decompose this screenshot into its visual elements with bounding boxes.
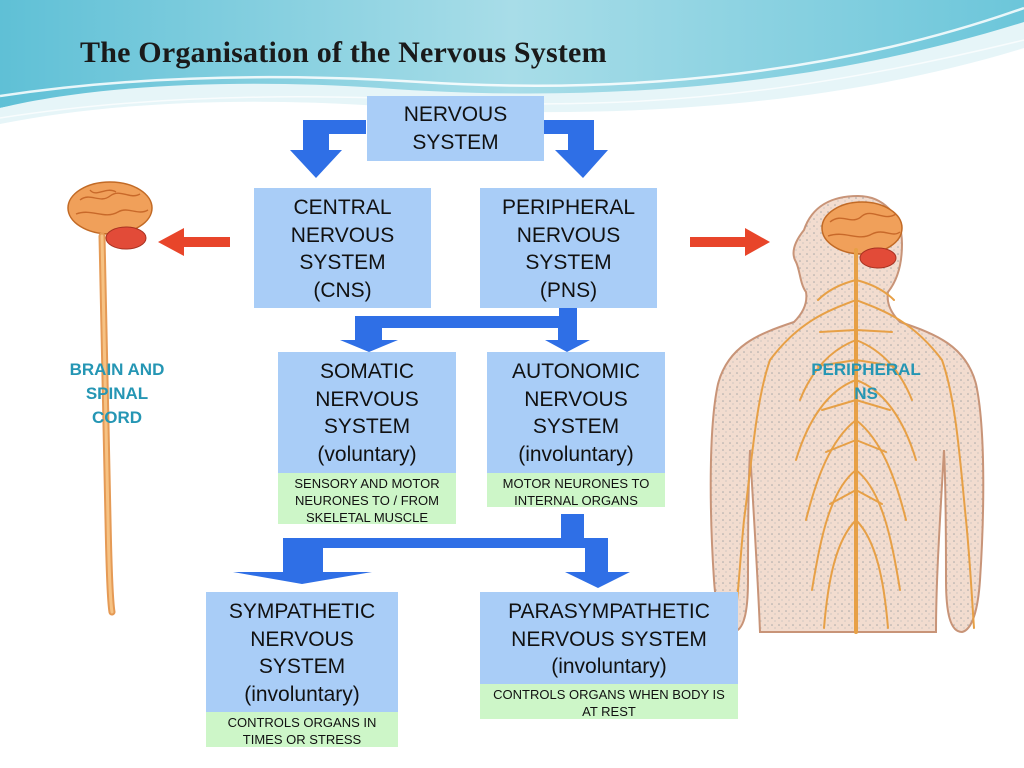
connector-to-sympathetic [233, 514, 584, 584]
box-sympathetic-nervous-system: SYMPATHETIC NERVOUS SYSTEM (involuntary) [206, 592, 398, 712]
box-somatic-line-1: SOMATIC [319, 360, 415, 383]
box-parasympathetic-line-1: PARASYMPATHETIC [508, 600, 710, 623]
box-autonomic-line-2: NERVOUS [524, 387, 628, 411]
connector-to-autonomic [545, 316, 590, 352]
page-title: The Organisation of the Nervous System [80, 36, 607, 69]
box-sympathetic-line-2: NERVOUS [250, 627, 354, 651]
box-parasympathetic-line-3: (involuntary) [551, 655, 667, 678]
label-peripheral-ns: PERIPHERAL NS [798, 358, 934, 406]
connector-to-somatic [340, 306, 577, 352]
note-parasympathetic-line-1: CONTROLS ORGANS WHEN BODY IS [493, 687, 725, 702]
box-cns-line-1: CENTRAL [293, 196, 392, 219]
note-sympathetic: CONTROLS ORGANS IN TIMES OR STRESS [206, 712, 398, 747]
note-parasympathetic: CONTROLS ORGANS WHEN BODY IS AT REST [480, 684, 738, 719]
note-somatic-line-1: SENSORY AND MOTOR [294, 476, 440, 491]
label-brain-line-1: BRAIN AND [69, 360, 165, 379]
label-brain-and-spinal-cord: BRAIN AND SPINAL CORD [52, 358, 182, 430]
nerve-network-icon [733, 248, 975, 634]
pointer-right-arrow [690, 228, 770, 256]
connector-to-pns [528, 120, 608, 178]
note-sympathetic-line-1: CONTROLS ORGANS IN [227, 715, 377, 730]
note-autonomic: MOTOR NEURONES TO INTERNAL ORGANS [487, 473, 665, 508]
box-pns-line-2: NERVOUS [516, 223, 621, 247]
box-cns-line-2: NERVOUS [290, 223, 395, 247]
box-somatic-nervous-system: SOMATIC NERVOUS SYSTEM (voluntary) [278, 352, 456, 473]
box-parasympathetic-nervous-system: PARASYMPATHETIC NERVOUS SYSTEM (involunt… [480, 592, 738, 684]
box-central-nervous-system: CENTRAL NERVOUS SYSTEM (CNS) [254, 188, 431, 308]
label-brain-line-3: CORD [91, 408, 143, 427]
note-autonomic-line-2: INTERNAL ORGANS [514, 493, 638, 508]
box-pns-line-3: SYSTEM [525, 251, 612, 274]
box-sympathetic-line-4: (involuntary) [244, 682, 360, 706]
box-autonomic-line-3: SYSTEM [532, 415, 620, 438]
label-peripheral-line-2: NS [854, 384, 878, 403]
body-silhouette [709, 194, 985, 634]
brain-icon [821, 201, 903, 269]
brain-icon [67, 181, 153, 250]
box-somatic-line-3: SYSTEM [323, 415, 411, 438]
note-autonomic-line-1: MOTOR NEURONES TO [502, 476, 650, 491]
box-somatic-line-4: (voluntary) [317, 442, 417, 466]
box-parasympathetic-line-2: NERVOUS SYSTEM [511, 627, 707, 651]
box-pns-line-4: (PNS) [539, 278, 598, 302]
box-sympathetic-line-1: SYMPATHETIC [228, 600, 376, 623]
box-cns-line-3: SYSTEM [299, 251, 386, 274]
box-somatic-line-2: NERVOUS [315, 387, 419, 411]
box-nervous-system-line-2: SYSTEM [412, 130, 499, 154]
box-nervous-system: NERVOUS SYSTEM [367, 96, 544, 161]
pointer-left-arrow [158, 228, 230, 256]
connector-to-cns [290, 120, 366, 178]
note-parasympathetic-line-2: AT REST [582, 704, 636, 719]
note-somatic-line-3: SKELETAL MUSCLE [305, 510, 429, 525]
connector-to-parasympathetic [561, 538, 630, 588]
box-pns-line-1: PERIPHERAL [501, 196, 636, 219]
spinal-cord-icon [98, 232, 116, 616]
box-nervous-system-line-1: NERVOUS [403, 103, 508, 126]
note-somatic: SENSORY AND MOTOR NEURONES TO / FROM SKE… [278, 473, 456, 525]
label-brain-line-2: SPINAL [85, 384, 149, 403]
box-cns-line-4: (CNS) [313, 278, 372, 302]
box-autonomic-line-4: (involuntary) [518, 442, 634, 466]
box-autonomic-nervous-system: AUTONOMIC NERVOUS SYSTEM (involuntary) [487, 352, 665, 473]
label-peripheral-line-1: PERIPHERAL [811, 360, 921, 379]
box-peripheral-nervous-system: PERIPHERAL NERVOUS SYSTEM (PNS) [480, 188, 657, 308]
box-autonomic-line-1: AUTONOMIC [512, 360, 640, 383]
box-sympathetic-line-3: SYSTEM [258, 655, 346, 678]
note-sympathetic-line-2: TIMES OR STRESS [242, 732, 362, 747]
note-somatic-line-2: NEURONES TO / FROM [295, 493, 439, 508]
